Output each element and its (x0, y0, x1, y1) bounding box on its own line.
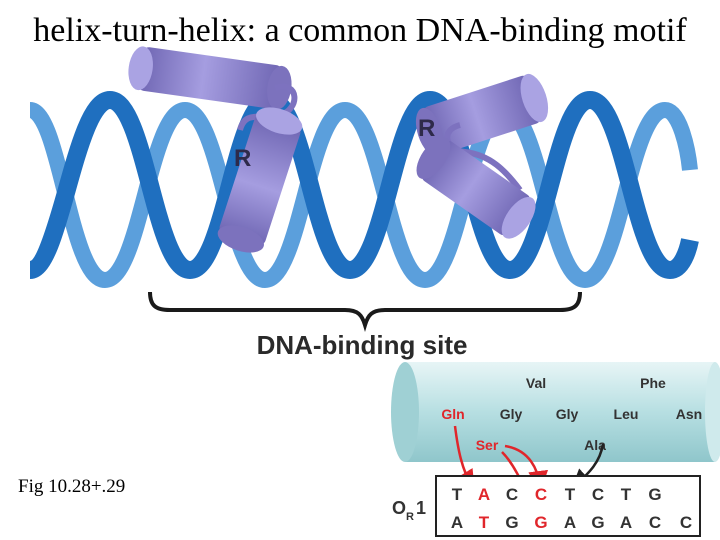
base-bottom-5: A (564, 513, 576, 532)
operator-sequence-box (435, 475, 701, 537)
hth-motif-right: R (415, 73, 549, 239)
operator-label-main: O (392, 498, 406, 518)
helix-label-r-right: R (418, 115, 435, 142)
residue-gln: Gln (441, 406, 464, 422)
binding-site-bracket (148, 291, 582, 332)
base-bottom-9: C (680, 513, 692, 532)
recognition-helix-cylinder (416, 137, 536, 239)
dna-strand-back (27, 101, 698, 289)
base-bottom-3: G (505, 513, 518, 532)
helix-label-r-left: R (234, 145, 251, 172)
base-top-4: C (535, 485, 547, 504)
base-bottom-8: C (649, 513, 661, 532)
residue-ala: Ala (584, 437, 606, 453)
operator-label-num: 1 (416, 498, 426, 518)
operator-label-sub: R (406, 511, 414, 523)
dna-strand-front (27, 90, 699, 280)
recognition-helix-cylinder (217, 107, 303, 253)
base-top-6: C (592, 485, 604, 504)
residue-gly-1: Gly (500, 406, 523, 422)
residue-leu: Leu (614, 406, 639, 422)
base-top-3: C (506, 485, 518, 504)
dna-double-helix (27, 90, 699, 289)
protein-cylinder (391, 362, 720, 462)
base-bottom-4: G (534, 513, 547, 532)
base-bottom-2: T (479, 513, 490, 532)
base-top-5: T (565, 485, 576, 504)
base-top-1: T (452, 485, 463, 504)
base-top-2: A (478, 485, 490, 504)
base-bottom-1: A (451, 513, 463, 532)
figure-caption: Fig 10.28+.29 (18, 476, 126, 497)
residue-gly-2: Gly (556, 406, 579, 422)
residue-phe: Phe (640, 375, 666, 391)
residue-ser: Ser (476, 437, 499, 453)
helix-cylinder (128, 46, 292, 110)
operator-label: O R 1 (392, 498, 426, 523)
base-top-7: T (621, 485, 632, 504)
residue-asn: Asn (676, 406, 702, 422)
base-bottom-7: A (620, 513, 632, 532)
hth-motif-left: R (128, 46, 303, 253)
residue-val: Val (526, 375, 546, 391)
base-bottom-6: G (591, 513, 604, 532)
slide-title: helix-turn-helix: a common DNA-binding m… (33, 12, 687, 49)
base-top-8: G (648, 485, 661, 504)
binding-site-label: DNA-binding site (257, 330, 468, 360)
